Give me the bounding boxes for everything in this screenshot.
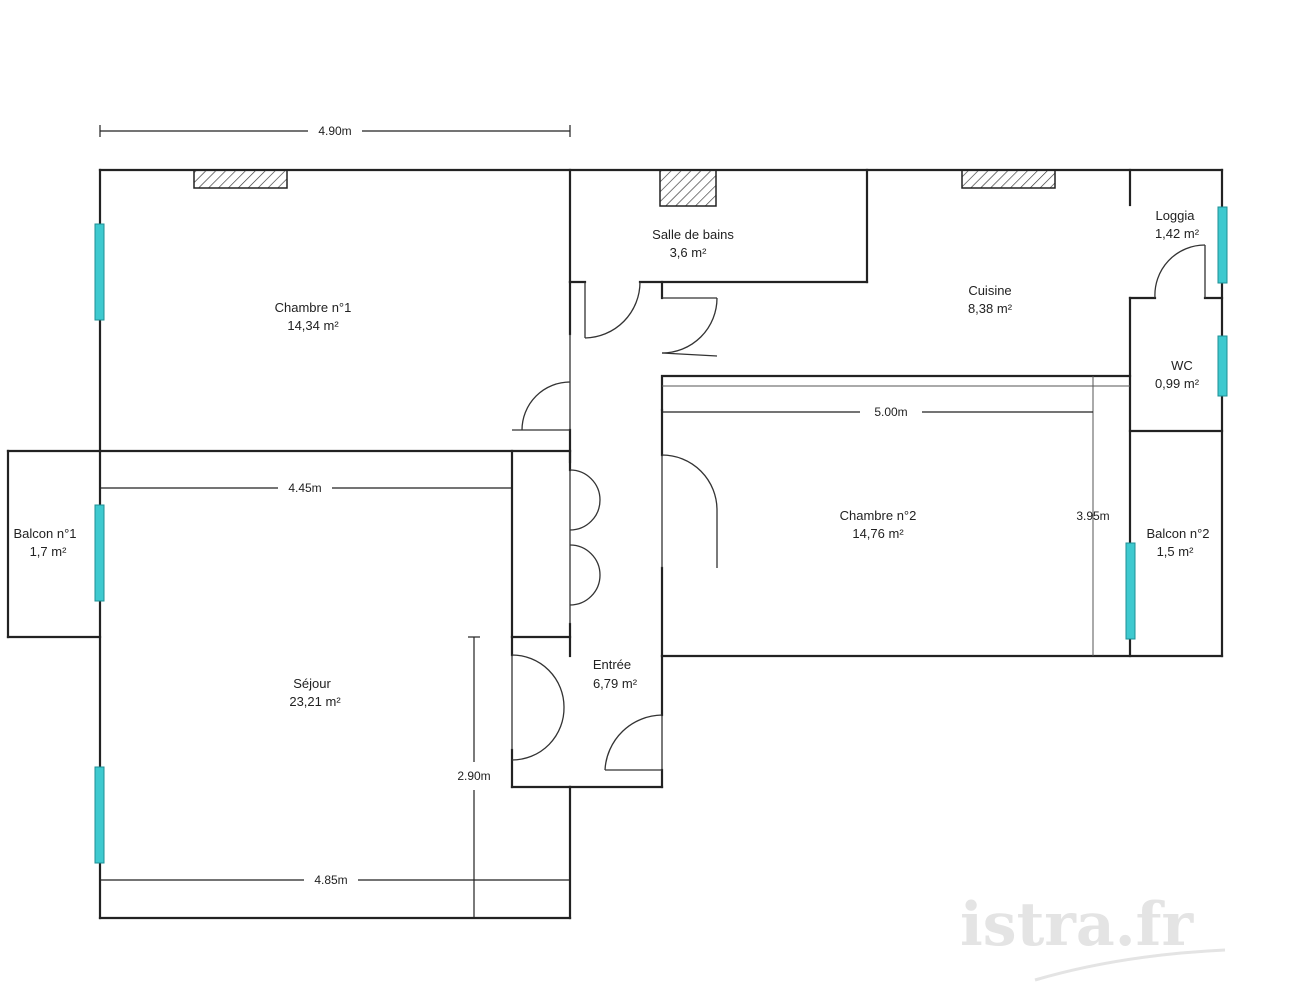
room-name: Salle de bains [652,227,734,242]
room-name: Chambre n°2 [840,508,917,523]
dim-top: 4.90m [318,124,351,138]
room-area: 8,38 m² [968,301,1013,316]
room-balcon1: Balcon n°1 1,7 m² [13,526,76,559]
thin-lines [662,376,1130,656]
dim-chambre2-height: 3.95m [1076,509,1109,523]
room-area: 1,5 m² [1157,544,1195,559]
dim-sejour-height: 2.90m [457,769,490,783]
dimension-lines [99,125,1093,918]
dim-sejour-top: 4.45m [288,481,321,495]
room-name: Séjour [293,676,331,691]
room-sejour: Séjour 23,21 m² [289,676,341,709]
room-entree: Entrée 6,79 m² [593,657,638,691]
room-area: 0,99 m² [1155,376,1200,391]
room-name: WC [1171,358,1193,373]
room-name: Loggia [1155,208,1195,223]
doors [511,244,1206,771]
room-name: Balcon n°1 [13,526,76,541]
room-name: Chambre n°1 [275,300,352,315]
room-wc: WC 0,99 m² [1155,358,1200,391]
windows [94,206,1228,864]
room-balcon2: Balcon n°2 1,5 m² [1146,526,1209,559]
room-chambre1: Chambre n°1 14,34 m² [275,300,352,333]
chimney-ducts [193,169,1056,207]
room-area: 14,76 m² [852,526,904,541]
room-area: 1,7 m² [30,544,68,559]
room-area: 3,6 m² [670,245,708,260]
room-cuisine: Cuisine 8,38 m² [968,283,1013,316]
room-chambre2: Chambre n°2 14,76 m² [840,508,917,541]
watermark: istra.fr [960,890,1194,960]
watermark-swoosh [1034,948,1226,982]
room-name: Balcon n°2 [1146,526,1209,541]
room-area: 1,42 m² [1155,226,1200,241]
walls [6,168,1224,920]
room-loggia: Loggia 1,42 m² [1155,208,1200,241]
room-area: 14,34 m² [287,318,339,333]
room-sdb: Salle de bains 3,6 m² [652,227,734,260]
room-area: 23,21 m² [289,694,341,709]
room-area: 6,79 m² [593,676,638,691]
dim-sejour-bottom: 4.85m [314,873,347,887]
dim-chambre2-width: 5.00m [874,405,907,419]
room-name: Entrée [593,657,631,672]
room-name: Cuisine [968,283,1011,298]
